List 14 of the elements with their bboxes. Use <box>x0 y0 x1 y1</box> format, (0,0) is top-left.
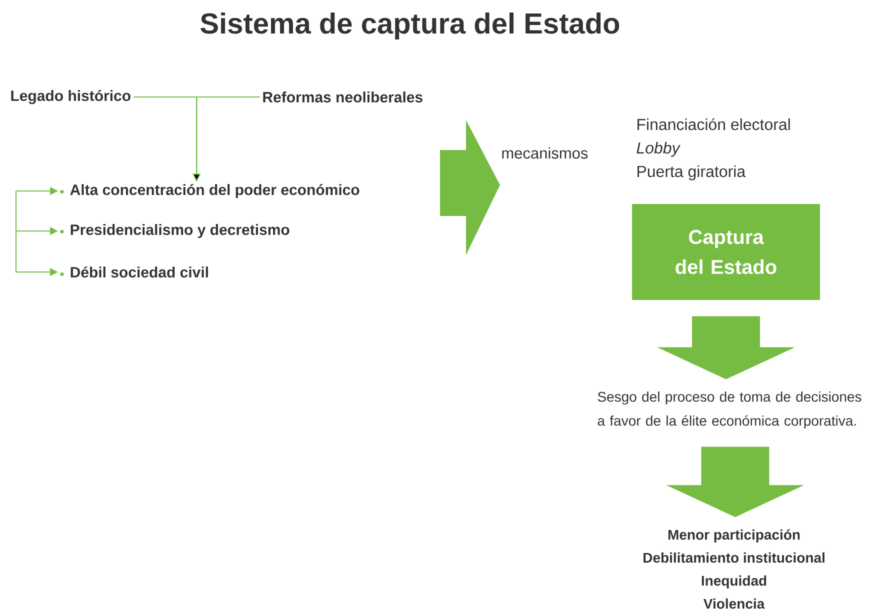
source-label: Legado histórico <box>11 90 130 104</box>
arrow-label: mecanismos <box>502 147 588 159</box>
process-box: Captura del Estado <box>632 204 820 300</box>
bullet-item: Débil sociedad civil <box>60 266 208 278</box>
block-arrow <box>666 446 804 518</box>
block-arrow <box>440 120 500 255</box>
source-label: Reformas neoliberales <box>263 92 422 102</box>
bullet-item: Presidencialismo y decretismo <box>60 224 290 238</box>
block-arrow <box>657 316 795 380</box>
effect-text: Sesgo del proceso de toma de decisiones a favor de la élite económica corporativa. <box>598 391 862 429</box>
bullet-item: Alta concentración del poder económico <box>60 184 360 198</box>
title: Sistema de captura del Estado <box>200 12 620 40</box>
outcome-list: Menor participación Debilitamiento institucional Inequidad Violencia <box>644 529 824 609</box>
mechanism-list: Financiación electoral Lobby Puerta giratoria <box>636 118 790 180</box>
